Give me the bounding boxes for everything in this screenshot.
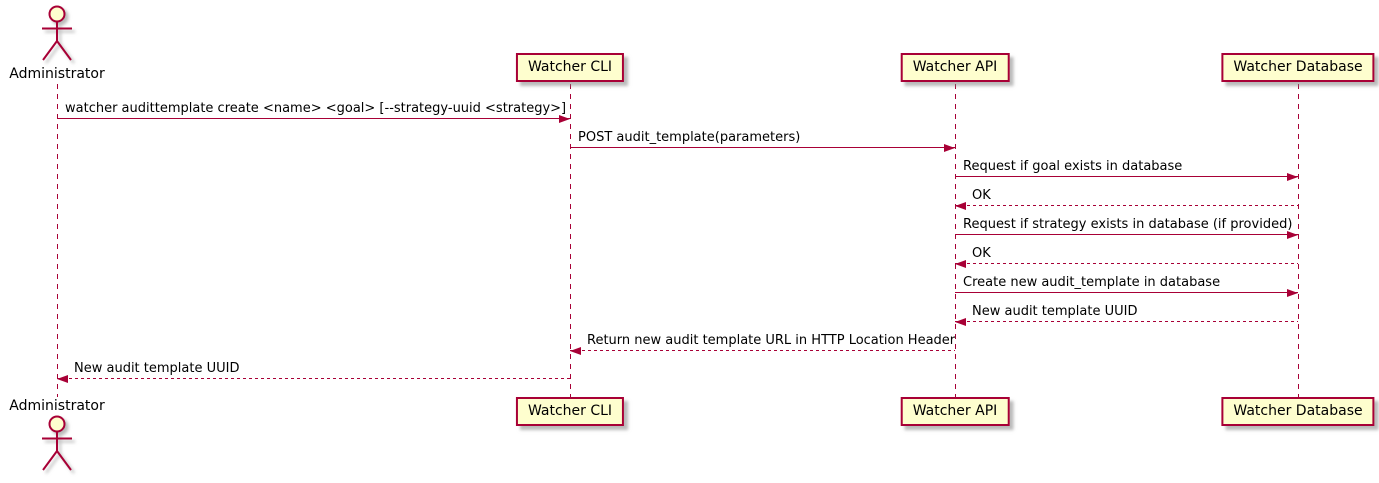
message-line [955, 205, 1298, 206]
arrowhead-icon [944, 144, 955, 152]
message-label: OK [972, 246, 991, 261]
message-5: Request if strategy exists in database (… [955, 215, 1298, 239]
lifeline-watcher-api [954, 84, 956, 397]
message-line [955, 321, 1298, 322]
participant-watcher-api-bottom: Watcher API [900, 397, 1010, 426]
message-1: watcher audittemplate create <name> <goa… [57, 99, 570, 123]
participant-watcher-database-bottom: Watcher Database [1221, 397, 1375, 426]
participant-label: Watcher API [912, 403, 998, 419]
actor-figure-administrator-bottom [34, 415, 80, 477]
participant-watcher-cli-top: Watcher CLI [515, 53, 625, 82]
lifeline-administrator [56, 84, 58, 397]
message-line [570, 147, 955, 148]
participant-watcher-cli-bottom: Watcher CLI [515, 397, 625, 426]
actor-label-administrator-top: Administrator [9, 66, 105, 82]
lifeline-watcher-cli [569, 84, 571, 397]
message-label: Request if strategy exists in database (… [963, 217, 1293, 232]
message-label: Request if goal exists in database [963, 159, 1183, 174]
message-label: New audit template UUID [972, 304, 1138, 319]
participant-label: Watcher Database [1233, 59, 1363, 75]
arrowhead-icon [570, 347, 581, 355]
message-6: OK [955, 244, 1298, 268]
message-line [57, 118, 570, 119]
message-line [955, 176, 1298, 177]
message-7: Create new audit_template in database [955, 273, 1298, 297]
message-line [955, 234, 1298, 235]
arrowhead-icon [1287, 289, 1298, 297]
message-9: Return new audit template URL in HTTP Lo… [570, 331, 956, 355]
message-10: New audit template UUID [57, 359, 570, 383]
message-label: POST audit_template(parameters) [578, 130, 801, 145]
message-line [57, 378, 570, 379]
message-label: Return new audit template URL in HTTP Lo… [587, 333, 956, 348]
message-line [570, 350, 955, 351]
message-label: Create new audit_template in database [963, 275, 1221, 290]
actor-figure-administrator-top [34, 5, 80, 67]
arrowhead-icon [57, 375, 68, 383]
message-2: POST audit_template(parameters) [570, 128, 955, 152]
arrowhead-icon [1287, 231, 1298, 239]
participant-watcher-api-top: Watcher API [900, 53, 1010, 82]
lifeline-watcher-database [1297, 84, 1299, 397]
message-3: Request if goal exists in database [955, 157, 1298, 181]
message-line [955, 292, 1298, 293]
arrowhead-icon [955, 260, 966, 268]
participant-label: Watcher Database [1233, 403, 1363, 419]
stick-figure-icon [42, 415, 72, 471]
participant-label: Watcher CLI [527, 59, 613, 75]
arrowhead-icon [559, 115, 570, 123]
message-label: OK [972, 188, 991, 203]
arrowhead-icon [955, 318, 966, 326]
arrowhead-icon [955, 202, 966, 210]
participant-watcher-database-top: Watcher Database [1221, 53, 1375, 82]
message-label: New audit template UUID [74, 361, 240, 376]
participant-label: Watcher CLI [527, 403, 613, 419]
participant-label: Watcher API [912, 59, 998, 75]
actor-label-administrator-bottom: Administrator [9, 398, 105, 414]
arrowhead-icon [1287, 173, 1298, 181]
message-label: watcher audittemplate create <name> <goa… [65, 101, 567, 116]
message-8: New audit template UUID [955, 302, 1298, 326]
message-line [955, 263, 1298, 264]
stick-figure-icon [42, 5, 72, 61]
message-4: OK [955, 186, 1298, 210]
